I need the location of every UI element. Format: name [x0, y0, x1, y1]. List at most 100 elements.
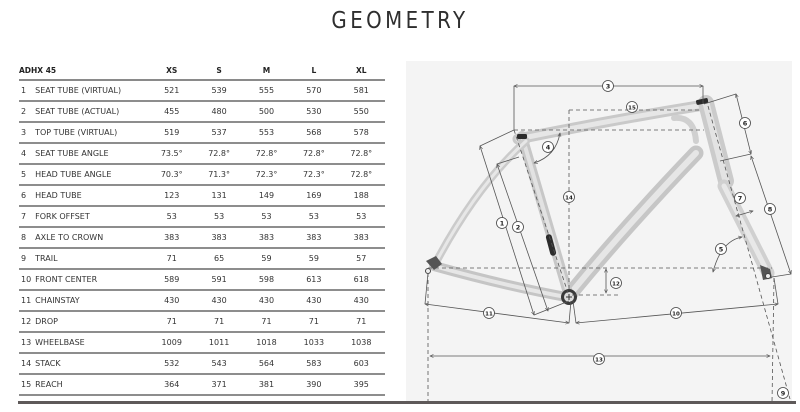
measurement-label: REACH [35, 374, 149, 396]
measurement-value-xs: 519 [148, 122, 196, 144]
measurement-value-m: 72.3° [242, 164, 291, 186]
measurement-value-m: 59 [242, 248, 291, 270]
measurement-value-xl: 603 [337, 353, 385, 375]
measurement-value-xs: 455 [148, 101, 196, 123]
measurement-value-m: 149 [242, 185, 291, 207]
measurement-value-l: 169 [290, 185, 338, 207]
callout-1: 1 [496, 217, 508, 229]
measurement-value-m: 430 [242, 290, 291, 312]
measurement-label: SEAT TUBE (ACTUAL) [35, 101, 149, 123]
callout-15: 15 [626, 101, 638, 113]
measurement-value-xl: 430 [337, 290, 385, 312]
headset-cap-icon [695, 98, 709, 105]
callout-4: 4 [542, 141, 554, 153]
measurement-value-s: 543 [195, 353, 243, 375]
measurement-value-s: 1011 [195, 332, 243, 354]
measurement-value-xs: 383 [148, 227, 196, 249]
bike-frame-illustration: 1 2 3 4 5 6 7 8 9 10 11 12 13 14 15 [406, 80, 792, 403]
dimension-callouts: 1 2 3 4 5 6 7 8 9 10 11 12 13 14 15 [483, 80, 789, 399]
measurement-label: HEAD TUBE [35, 185, 149, 207]
svg-text:14: 14 [565, 196, 573, 202]
measurement-value-l: 570 [290, 80, 338, 102]
bottom-divider [18, 401, 796, 404]
measurement-value-l: 613 [290, 269, 338, 291]
size-header-s: S [195, 62, 243, 81]
svg-text:12: 12 [612, 282, 620, 288]
measurement-value-l: 71 [290, 311, 338, 333]
measurement-value-s: 71.3° [195, 164, 243, 186]
measurement-value-xl: 72.8° [337, 164, 385, 186]
callout-8: 8 [764, 203, 776, 215]
measurement-value-xl: 578 [337, 122, 385, 144]
measurement-value-xl: 618 [337, 269, 385, 291]
measurement-value-s: 480 [195, 101, 243, 123]
measurement-value-m: 71 [242, 311, 291, 333]
svg-text:13: 13 [595, 358, 603, 364]
row-number: 1 [19, 80, 36, 102]
measurement-value-xs: 123 [148, 185, 196, 207]
callout-13: 13 [593, 353, 605, 365]
svg-text:4: 4 [546, 144, 551, 152]
measurement-label: AXLE TO CROWN [35, 227, 149, 249]
row-number: 14 [19, 353, 36, 375]
page-title: GEOMETRY [331, 8, 469, 34]
callout-2: 2 [512, 221, 524, 233]
size-header-xl: XL [337, 62, 385, 81]
measurement-value-s: 53 [195, 206, 243, 228]
measurement-value-m: 1018 [242, 332, 291, 354]
svg-text:5: 5 [719, 246, 724, 254]
measurement-value-s: 539 [195, 80, 243, 102]
measurement-value-s: 537 [195, 122, 243, 144]
svg-text:2: 2 [516, 224, 521, 232]
frame-geometry-diagram: 1 2 3 4 5 6 7 8 9 10 11 12 13 14 15 [406, 61, 792, 403]
callout-7: 7 [734, 192, 746, 204]
callout-9: 9 [777, 387, 789, 399]
measurement-value-xl: 383 [337, 227, 385, 249]
measurement-value-l: 59 [290, 248, 338, 270]
svg-text:6: 6 [743, 120, 748, 128]
measurement-value-xs: 430 [148, 290, 196, 312]
callout-11: 11 [483, 307, 495, 319]
table-header-row: ADHX 45 XS S M L XL [19, 62, 385, 81]
measurement-value-xs: 364 [148, 374, 196, 396]
measurement-value-xs: 71 [148, 248, 196, 270]
measurement-value-m: 72.8° [242, 143, 291, 165]
measurement-value-xs: 53 [148, 206, 196, 228]
measurement-label: FRONT CENTER [35, 269, 149, 291]
measurement-value-xs: 1009 [148, 332, 196, 354]
callout-14: 14 [563, 191, 575, 203]
measurement-value-l: 383 [290, 227, 338, 249]
measurement-label: FORK OFFSET [35, 206, 149, 228]
seat-clamp-icon [517, 134, 527, 139]
row-number: 3 [19, 122, 36, 144]
measurement-value-s: 383 [195, 227, 243, 249]
measurement-value-xl: 53 [337, 206, 385, 228]
measurement-value-m: 500 [242, 101, 291, 123]
svg-text:10: 10 [672, 312, 680, 318]
measurement-label: TOP TUBE (VIRTUAL) [35, 122, 149, 144]
measurement-value-xs: 532 [148, 353, 196, 375]
svg-text:8: 8 [768, 206, 773, 214]
measurement-value-m: 598 [242, 269, 291, 291]
measurement-label: CHAINSTAY [35, 290, 149, 312]
measurement-value-l: 583 [290, 353, 338, 375]
measurement-value-l: 568 [290, 122, 338, 144]
callout-10: 10 [670, 307, 682, 319]
size-header-m: M [242, 62, 291, 81]
callout-6: 6 [739, 117, 751, 129]
measurement-value-xl: 71 [337, 311, 385, 333]
measurement-label: SEAT TUBE ANGLE [35, 143, 149, 165]
row-number: 6 [19, 185, 36, 207]
measurement-value-s: 371 [195, 374, 243, 396]
row-number: 2 [19, 101, 36, 123]
measurement-value-s: 71 [195, 311, 243, 333]
